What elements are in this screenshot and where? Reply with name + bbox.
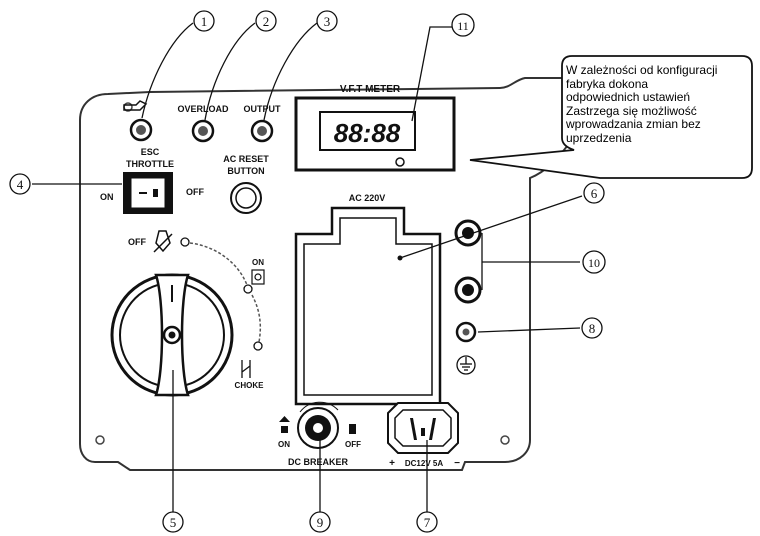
choke-on-label: ON (252, 258, 264, 267)
callout-10: 10 (582, 250, 606, 274)
callout-1: 1 (193, 10, 215, 32)
note-text: W zależności od konfiguracji fabryka dok… (566, 63, 746, 146)
panel-outline (79, 77, 576, 471)
dc-plus-label: + (389, 458, 395, 469)
choke-icon (241, 360, 251, 378)
svg-text:9: 9 (317, 515, 324, 530)
svg-text:7: 7 (424, 515, 431, 530)
dc-on-label: ON (278, 440, 290, 449)
ac220-label: AC 220V (349, 193, 386, 203)
overload-label: OVERLOAD (177, 104, 229, 114)
vft-meter: 88:88 (294, 96, 456, 172)
svg-text:2: 2 (263, 14, 270, 29)
esc-label: ESC (141, 147, 160, 157)
oil-lamp (123, 100, 153, 142)
esc-off-label: OFF (186, 187, 204, 197)
output-label: OUTPUT (244, 104, 282, 114)
meter-title: V.F.T METER (340, 84, 401, 95)
output-lamp (250, 119, 274, 143)
note-line: fabryka dokona (566, 76, 649, 91)
ac-reset-button[interactable] (230, 182, 262, 214)
callout-5: 5 (162, 511, 184, 533)
ground-icon (456, 355, 476, 375)
choke-off-dot (180, 237, 190, 247)
svg-text:1: 1 (201, 14, 208, 29)
note-line: Zastrzega się możliwość (566, 103, 697, 118)
callout-2: 2 (255, 10, 277, 32)
cover-callout-dot (397, 255, 403, 261)
dc-breaker-knob[interactable] (297, 401, 339, 449)
note-bubble (469, 55, 753, 179)
callout-9: 9 (309, 511, 331, 533)
choke-arc-lower (251, 294, 262, 343)
choke-arc (189, 242, 248, 286)
ac-outlet-cover[interactable] (294, 206, 442, 406)
meter-display: 88:88 (334, 118, 401, 148)
callout-8: 8 (581, 317, 603, 339)
svg-text:3: 3 (324, 14, 331, 29)
ac-terminal-bottom[interactable] (454, 276, 482, 304)
svg-text:8: 8 (589, 321, 596, 336)
dc-rating-label: DC12V 5A (405, 459, 443, 468)
ac-reset-label: AC RESET (223, 154, 269, 164)
throttle-label: THROTTLE (126, 159, 174, 169)
choke-label: CHOKE (235, 381, 265, 390)
svg-text:10: 10 (588, 256, 600, 270)
svg-text:4: 4 (17, 177, 24, 192)
callout-11: 11 (451, 13, 475, 37)
svg-text:5: 5 (170, 515, 177, 530)
svg-text:6: 6 (591, 186, 598, 201)
fuel-cock-icon (153, 230, 173, 253)
dc-outlet[interactable] (387, 402, 459, 454)
ac-reset-button-label: BUTTON (227, 166, 264, 176)
choke-off-label: OFF (128, 237, 146, 247)
callout-6: 6 (583, 182, 605, 204)
dc-minus-label: − (454, 458, 460, 469)
dc-off-label: OFF (345, 440, 361, 449)
choke-dot (253, 341, 263, 351)
esc-throttle-switch[interactable] (123, 172, 173, 214)
svg-text:11: 11 (457, 19, 469, 33)
fuel-can-icon (251, 269, 265, 285)
fuel-choke-knob[interactable] (110, 273, 234, 397)
callout-7: 7 (416, 511, 438, 533)
dc-on-icon (279, 416, 290, 433)
note-line: wprowadzania zmian bez (566, 117, 701, 132)
overload-lamp (191, 119, 215, 143)
esc-on-label: ON (100, 192, 114, 202)
dc-off-icon (349, 424, 356, 434)
choke-on-dot (243, 284, 253, 294)
dc-breaker-label: DC BREAKER (288, 457, 349, 467)
mounting-screws (95, 102, 510, 445)
note-line: odpowiednich ustawień (566, 90, 691, 105)
ground-terminal[interactable] (455, 321, 477, 343)
note-line: W zależności od konfiguracji (566, 63, 718, 77)
callout-4: 4 (9, 173, 31, 195)
callout-3: 3 (316, 10, 338, 32)
callout-leaders (32, 22, 583, 512)
ac-terminal-top[interactable] (454, 219, 482, 247)
note-line: uprzedzenia (566, 130, 632, 145)
